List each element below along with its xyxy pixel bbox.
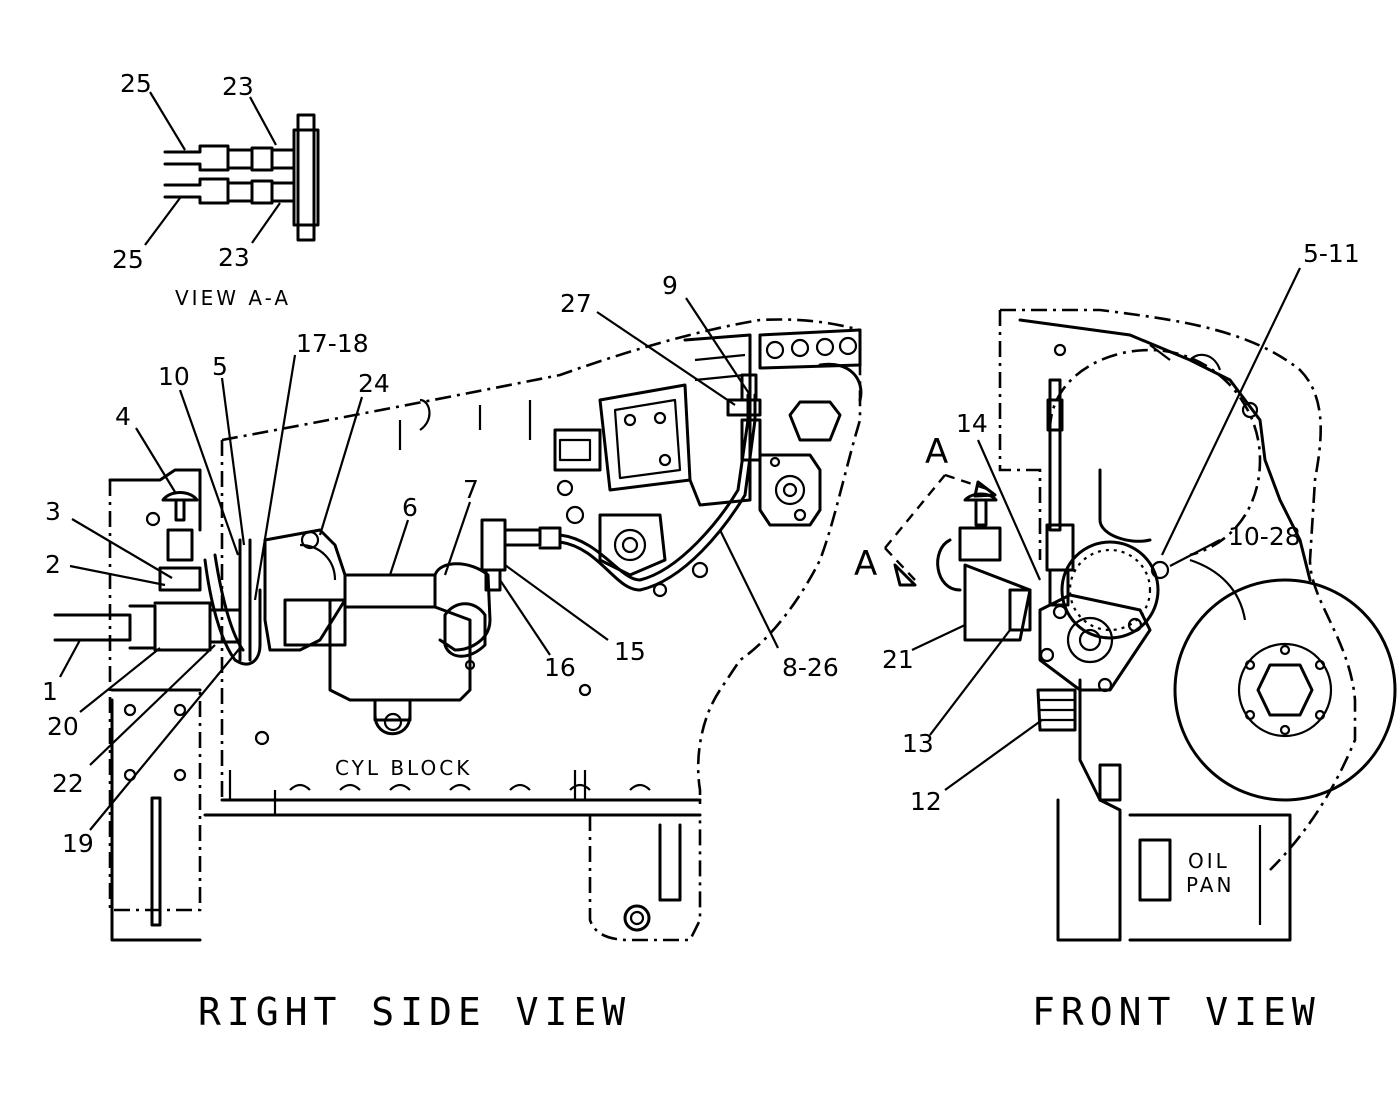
- callout-5-11: 5-11: [1303, 239, 1360, 268]
- cyl-block-label: CYL BLOCK: [335, 756, 472, 780]
- right-side-view-drawing: [53, 318, 863, 942]
- callout-14: 14: [956, 409, 988, 438]
- callout-20: 20: [47, 712, 79, 741]
- callout-6: 6: [402, 493, 418, 522]
- callout-labels: 25 23 25 23 4 3 2 1 20 22 19 10 5 17-18 …: [42, 69, 1360, 858]
- callout-25-bottom: 25: [112, 245, 144, 274]
- callout-10: 10: [158, 362, 190, 391]
- callout-3: 3: [45, 497, 61, 526]
- callout-24: 24: [358, 369, 390, 398]
- callout-4: 4: [115, 402, 131, 431]
- section-marker-a-top: A: [925, 432, 948, 472]
- section-marker-a-left: A: [854, 544, 877, 584]
- callout-1: 1: [42, 677, 58, 706]
- callout-23-top: 23: [222, 72, 254, 101]
- oil-pan-label-line1: OIL: [1188, 849, 1230, 873]
- front-view-title: FRONT VIEW: [1032, 990, 1321, 1034]
- callout-25-top: 25: [120, 69, 152, 98]
- right-side-leaders: [59, 297, 779, 831]
- annotation-text: VIEW A-A CYL BLOCK OIL PAN A A: [175, 286, 1234, 897]
- block-rib-marks: [289, 783, 651, 791]
- callout-23-bottom: 23: [218, 243, 250, 272]
- view-titles: RIGHT SIDE VIEW FRONT VIEW: [198, 990, 1321, 1034]
- callout-16: 16: [544, 653, 576, 682]
- callout-17-18: 17-18: [296, 329, 369, 358]
- callout-8-26: 8-26: [782, 653, 839, 682]
- callout-9: 9: [662, 271, 678, 300]
- callout-27: 27: [560, 289, 592, 318]
- callout-12: 12: [910, 787, 942, 816]
- callout-10-28: 10-28: [1228, 522, 1301, 551]
- right-side-view-title: RIGHT SIDE VIEW: [198, 990, 631, 1034]
- callout-21: 21: [882, 645, 914, 674]
- callout-13: 13: [902, 729, 934, 758]
- callout-22: 22: [52, 769, 84, 798]
- callout-7: 7: [463, 475, 479, 504]
- view-a-a-drawing: [144, 91, 320, 246]
- callout-19: 19: [62, 829, 94, 858]
- front-view-leaders: [911, 267, 1301, 791]
- front-view-drawing: [884, 308, 1397, 942]
- callout-15: 15: [614, 637, 646, 666]
- view-a-a-caption: VIEW A-A: [175, 286, 291, 310]
- callout-5: 5: [212, 352, 228, 381]
- oil-pan-label-line2: PAN: [1186, 873, 1234, 897]
- callout-2: 2: [45, 550, 61, 579]
